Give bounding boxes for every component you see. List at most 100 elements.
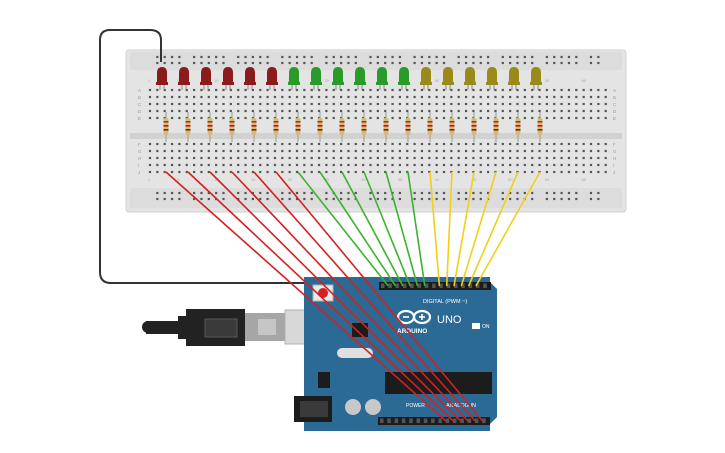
breadboard-hole[interactable] — [509, 116, 512, 120]
rail-hole[interactable] — [369, 55, 372, 59]
breadboard-hole[interactable] — [604, 88, 607, 92]
breadboard-hole[interactable] — [487, 95, 490, 99]
breadboard-hole[interactable] — [457, 149, 460, 153]
rail-hole[interactable] — [251, 61, 254, 65]
breadboard-hole[interactable] — [178, 149, 181, 153]
breadboard-hole[interactable] — [575, 102, 578, 106]
breadboard-hole[interactable] — [538, 156, 541, 160]
breadboard-hole[interactable] — [413, 102, 416, 106]
breadboard-hole[interactable] — [575, 156, 578, 160]
rail-hole[interactable] — [391, 55, 394, 59]
led-green[interactable] — [398, 67, 410, 90]
breadboard-hole[interactable] — [604, 95, 607, 99]
breadboard-hole[interactable] — [354, 163, 357, 167]
rail-hole[interactable] — [178, 191, 181, 195]
rail-hole[interactable] — [288, 197, 291, 201]
breadboard-hole[interactable] — [406, 149, 409, 153]
breadboard-hole[interactable] — [435, 156, 438, 160]
breadboard-hole[interactable] — [428, 102, 431, 106]
rail-hole[interactable] — [163, 61, 166, 65]
digital-pin[interactable] — [461, 283, 465, 289]
breadboard-hole[interactable] — [259, 149, 262, 153]
breadboard-hole[interactable] — [222, 149, 225, 153]
resistor[interactable] — [361, 112, 367, 142]
breadboard-hole[interactable] — [472, 88, 475, 92]
breadboard-hole[interactable] — [457, 95, 460, 99]
breadboard-hole[interactable] — [266, 163, 269, 167]
resistor[interactable] — [537, 112, 543, 142]
rail-hole[interactable] — [435, 61, 438, 65]
breadboard-hole[interactable] — [340, 116, 343, 120]
breadboard-hole[interactable] — [545, 163, 548, 167]
breadboard-hole[interactable] — [560, 156, 563, 160]
breadboard-hole[interactable] — [553, 142, 556, 146]
rail-hole[interactable] — [523, 55, 526, 59]
breadboard-hole[interactable] — [295, 109, 299, 113]
breadboard-hole[interactable] — [479, 170, 482, 174]
header-pin[interactable] — [394, 418, 399, 424]
breadboard-hole[interactable] — [398, 149, 401, 153]
breadboard-hole[interactable] — [560, 109, 563, 113]
breadboard-hole[interactable] — [545, 109, 548, 113]
breadboard-hole[interactable] — [582, 102, 585, 106]
rail-hole[interactable] — [523, 191, 526, 195]
breadboard-hole[interactable] — [398, 142, 401, 146]
breadboard-hole[interactable] — [435, 170, 438, 174]
breadboard-hole[interactable] — [538, 149, 541, 153]
breadboard-hole[interactable] — [273, 149, 277, 153]
breadboard-hole[interactable] — [369, 163, 372, 167]
breadboard-hole[interactable] — [553, 109, 556, 113]
breadboard-hole[interactable] — [332, 88, 335, 92]
breadboard-hole[interactable] — [148, 156, 152, 160]
breadboard-hole[interactable] — [428, 170, 431, 174]
rail-hole[interactable] — [567, 61, 571, 65]
breadboard-hole[interactable] — [472, 102, 475, 106]
breadboard-hole[interactable] — [479, 102, 482, 106]
rail-hole[interactable] — [509, 191, 512, 195]
rail-hole[interactable] — [170, 197, 174, 201]
rail-hole[interactable] — [259, 197, 262, 201]
breadboard-hole[interactable] — [347, 95, 350, 99]
breadboard-hole[interactable] — [509, 142, 512, 146]
breadboard-hole[interactable] — [589, 163, 593, 167]
breadboard-hole[interactable] — [310, 156, 313, 160]
breadboard-hole[interactable] — [193, 149, 196, 153]
breadboard-hole[interactable] — [215, 95, 218, 99]
breadboard-hole[interactable] — [589, 149, 593, 153]
rail-hole[interactable] — [303, 197, 306, 201]
breadboard-hole[interactable] — [589, 95, 593, 99]
resistor[interactable] — [317, 112, 323, 142]
rail-hole[interactable] — [384, 191, 387, 195]
breadboard-hole[interactable] — [450, 163, 453, 167]
breadboard-hole[interactable] — [259, 163, 262, 167]
breadboard-hole[interactable] — [560, 95, 563, 99]
breadboard-hole[interactable] — [413, 149, 416, 153]
resistor[interactable] — [339, 112, 345, 142]
breadboard-hole[interactable] — [523, 142, 526, 146]
breadboard-hole[interactable] — [531, 156, 534, 160]
led-red[interactable] — [200, 67, 212, 90]
breadboard-hole[interactable] — [281, 88, 284, 92]
breadboard-hole[interactable] — [582, 109, 585, 113]
breadboard-hole[interactable] — [251, 116, 254, 120]
breadboard-hole[interactable] — [288, 116, 291, 120]
breadboard-hole[interactable] — [148, 142, 152, 146]
digital-pin[interactable] — [424, 283, 429, 289]
breadboard-hole[interactable] — [347, 102, 350, 106]
rail-hole[interactable] — [163, 191, 166, 195]
header-pin[interactable] — [438, 418, 442, 424]
breadboard-hole[interactable] — [281, 149, 284, 153]
breadboard-hole[interactable] — [575, 142, 578, 146]
breadboard-hole[interactable] — [428, 142, 431, 146]
breadboard-hole[interactable] — [442, 109, 446, 113]
resistor-row[interactable] — [163, 112, 543, 142]
breadboard-hole[interactable] — [442, 163, 446, 167]
rail-hole[interactable] — [332, 197, 335, 201]
breadboard-hole[interactable] — [362, 156, 365, 160]
rail-hole[interactable] — [340, 191, 343, 195]
breadboard-hole[interactable] — [185, 142, 188, 146]
rail-hole[interactable] — [207, 197, 210, 201]
rail-hole[interactable] — [545, 191, 548, 195]
breadboard-hole[interactable] — [420, 170, 424, 174]
breadboard-hole[interactable] — [281, 102, 284, 106]
